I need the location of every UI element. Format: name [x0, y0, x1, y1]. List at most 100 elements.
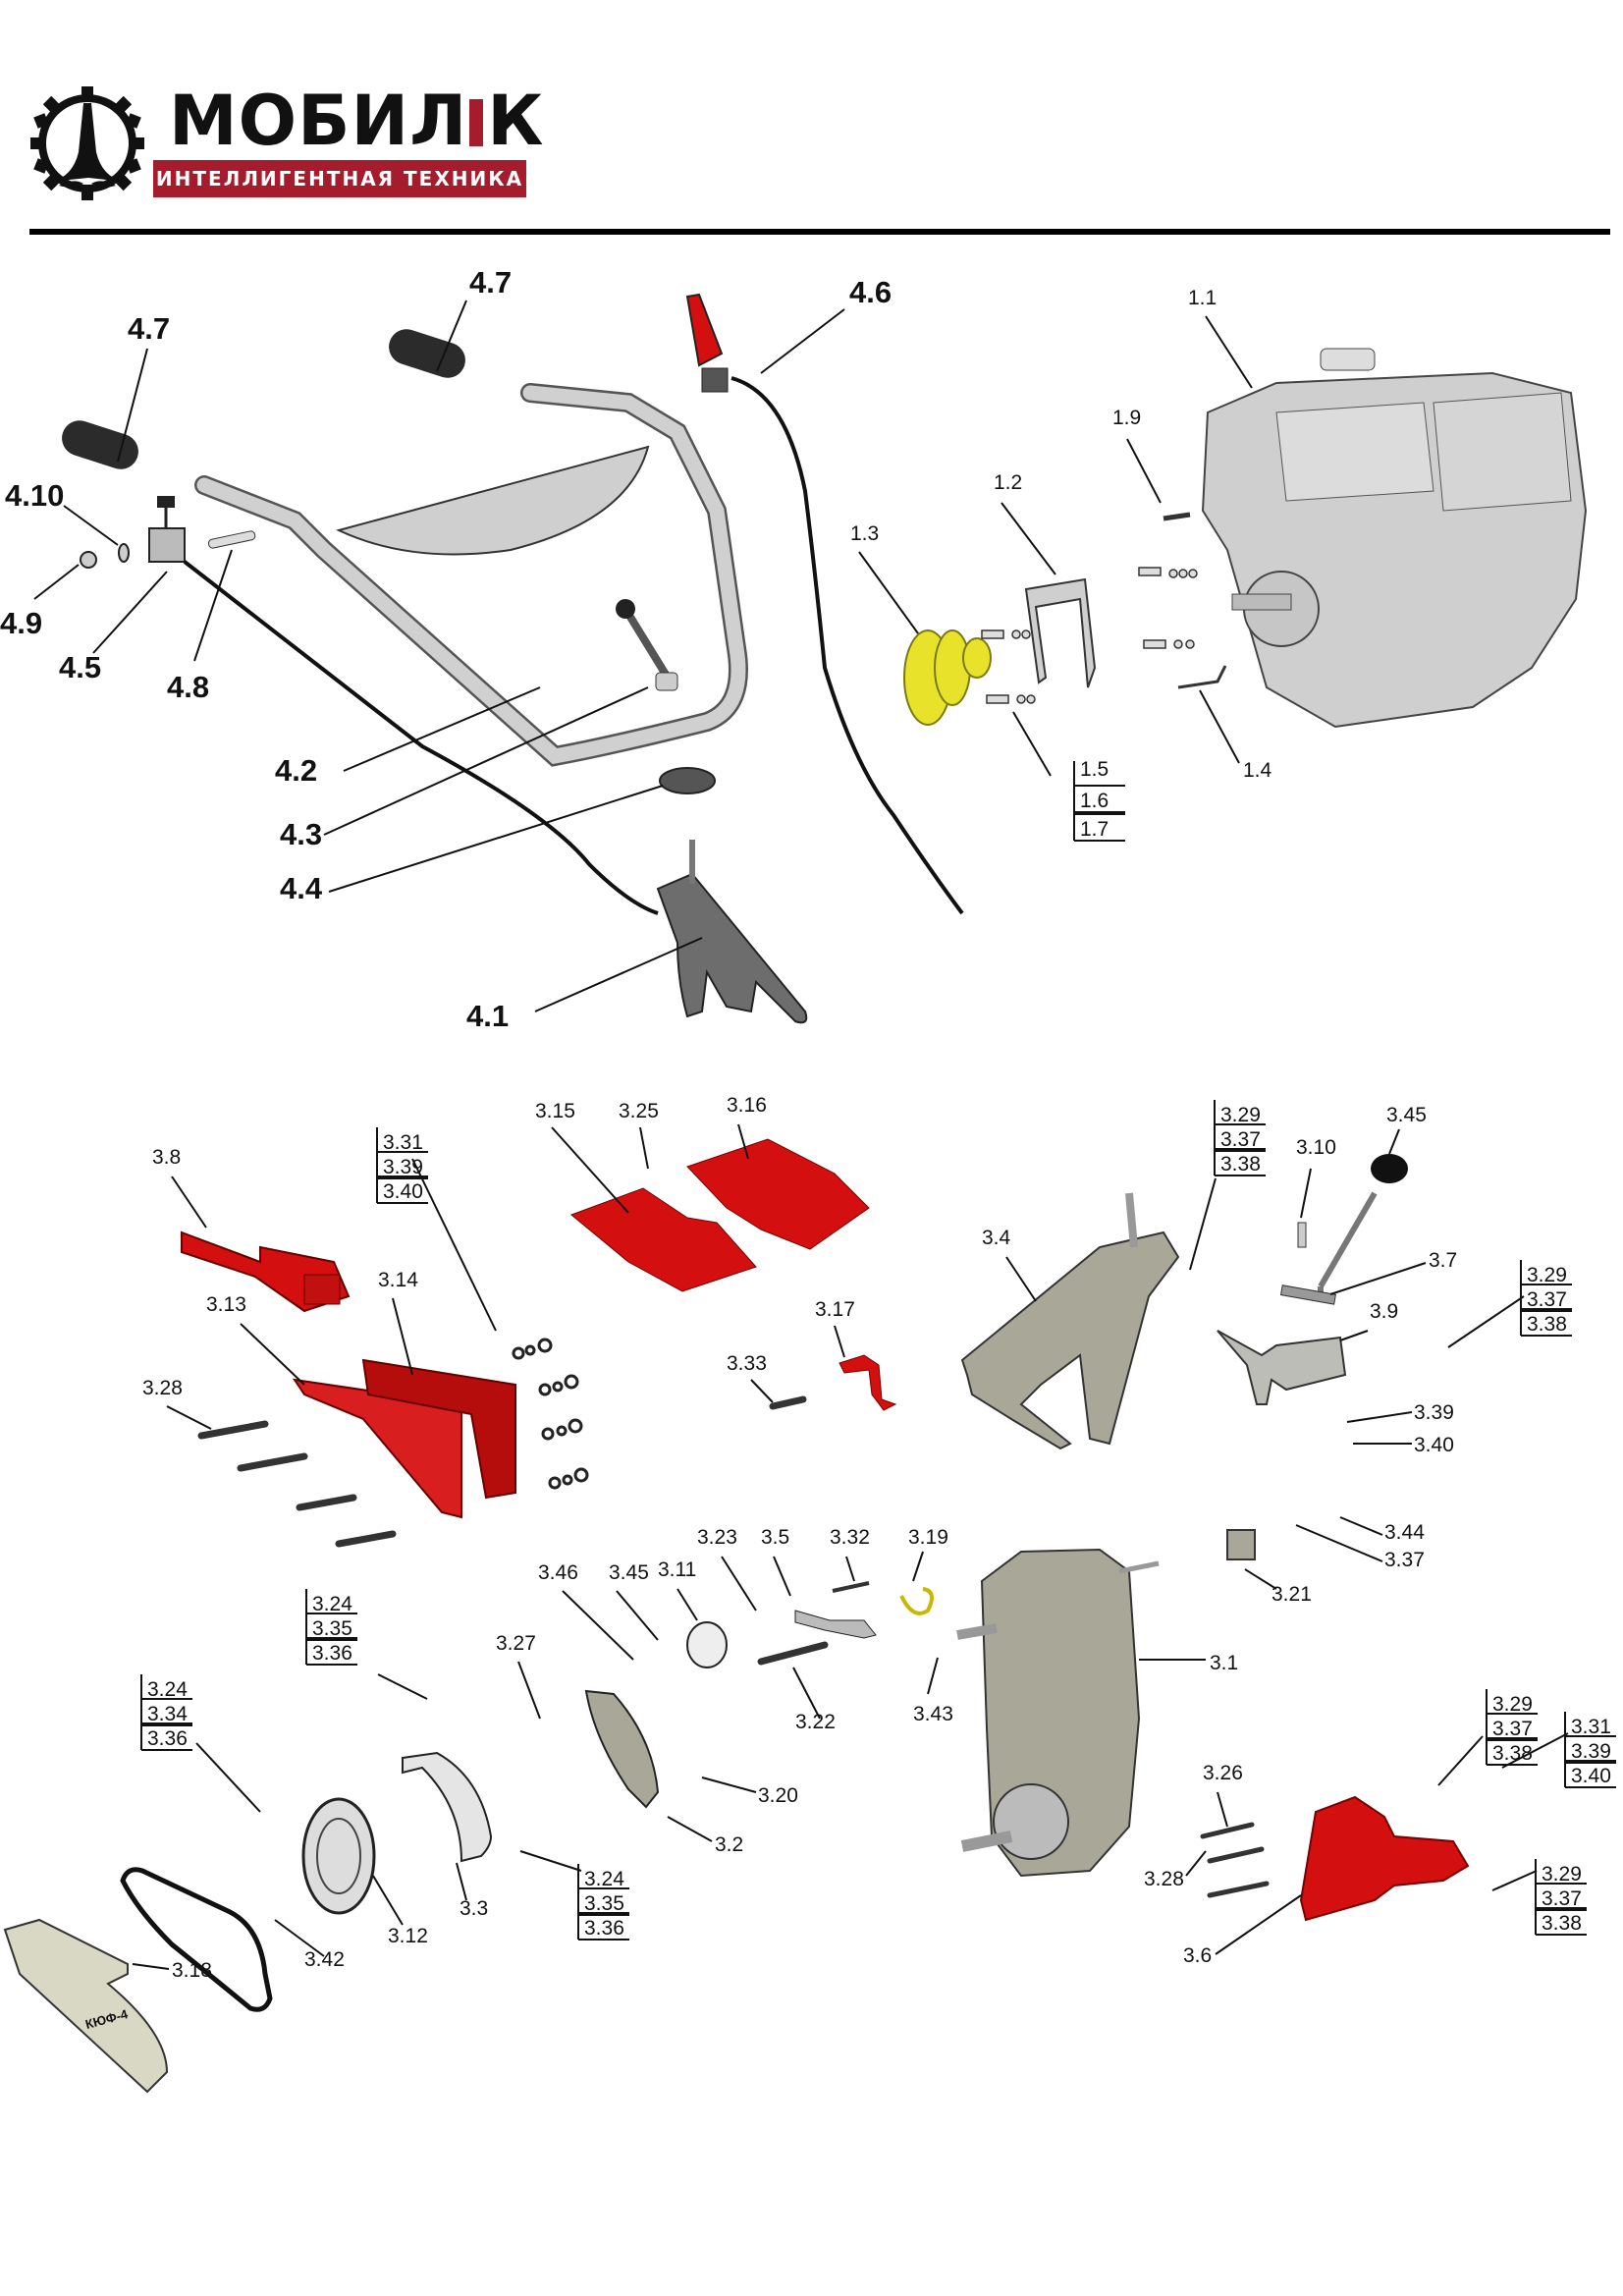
- leader-line: [517, 1661, 541, 1720]
- belt-cover: [3, 1918, 169, 2094]
- handle-callout-label: 1.3: [850, 522, 879, 545]
- transmission-callout-label: 3.34: [147, 1703, 188, 1725]
- transmission-callout-label: 3.38: [1542, 1912, 1582, 1935]
- transmission-callout-label: 3.33: [727, 1352, 767, 1375]
- transmission-frame: [960, 1230, 1180, 1450]
- handle-callout-label: 1.2: [994, 471, 1022, 494]
- handle-callout-label: 1.1: [1188, 287, 1217, 309]
- callout-box: [1214, 1124, 1266, 1176]
- leader-line: [323, 686, 649, 836]
- transmission-callout-label: 3.13: [206, 1293, 246, 1316]
- leader-line: [171, 1175, 207, 1229]
- leader-line: [519, 1850, 582, 1872]
- leader-line: [343, 686, 541, 772]
- mount-bolts: [1200, 1822, 1270, 1898]
- handle-assembly: [62, 293, 964, 1024]
- throttle-control: [80, 496, 256, 569]
- handle-callout-label: 4.3: [280, 817, 322, 851]
- leader-line: [436, 300, 467, 372]
- leader-line: [1300, 1168, 1312, 1219]
- callout-box: [140, 1699, 192, 1751]
- transmission-callout-label: 3.40: [1414, 1434, 1454, 1456]
- leader-line: [676, 1588, 698, 1621]
- pin-3-32: [832, 1581, 870, 1593]
- leader-line: [1189, 1177, 1217, 1271]
- transmission-callout-label: 3.28: [142, 1377, 183, 1399]
- leader-line: [117, 348, 148, 463]
- leader-line: [372, 1875, 404, 1926]
- handle-callout-label: 4.10: [5, 478, 64, 513]
- leader-line: [927, 1657, 939, 1695]
- leader-line: [1205, 315, 1253, 389]
- callout-box: [577, 1888, 629, 1941]
- transmission-callout-label: 3.37: [1384, 1549, 1425, 1571]
- transmission-callout-label: 3.39: [1414, 1401, 1454, 1424]
- transmission-callout-label: 3.37: [1492, 1718, 1533, 1740]
- bolts-and-washers: [981, 567, 1198, 704]
- brand-tagline: ИНТЕЛЛИГЕНТНАЯ ТЕХНИКА: [153, 160, 526, 197]
- transmission-callout-label: 3.38: [1492, 1742, 1533, 1765]
- leader-line: [760, 308, 845, 374]
- transmission-assembly: КЮФ-4: [3, 1138, 1470, 2094]
- callout-box: [1564, 1736, 1616, 1788]
- fender-right: [686, 1138, 870, 1250]
- transmission-callout-label: 3.16: [727, 1094, 767, 1117]
- adjuster-lever: [616, 599, 678, 691]
- handle-callout-label: 4.7: [469, 265, 512, 300]
- transmission-callout-label: 3.29: [1542, 1863, 1582, 1886]
- handle-callout-label: 4.2: [275, 753, 317, 788]
- clutch-lever: [685, 293, 729, 393]
- transmission-callout-label: 3.28: [1144, 1868, 1184, 1890]
- leader-line: [92, 571, 168, 654]
- handle-callout-label: 4.6: [849, 275, 892, 309]
- sensor-block: [1226, 1529, 1256, 1560]
- lever-bracket: [1217, 1330, 1347, 1405]
- leader-line: [845, 1556, 855, 1582]
- transmission-callout-label: 3.24: [147, 1678, 188, 1701]
- leader-line: [1329, 1262, 1427, 1295]
- leader-line: [33, 564, 80, 600]
- tension-spring: [899, 1587, 934, 1615]
- leader-line: [456, 1862, 467, 1901]
- transmission-callout-label: 3.31: [383, 1131, 423, 1154]
- transmission-callout-label: 3.40: [1571, 1765, 1611, 1787]
- pivot-disc: [659, 767, 716, 794]
- handle-callout-label: 4.5: [59, 650, 101, 684]
- leader-line: [534, 937, 703, 1012]
- frame-plate-right: [361, 1358, 516, 1500]
- leader-line: [1126, 438, 1162, 504]
- small-bracket: [839, 1354, 897, 1411]
- transmission-callout-label: 3.36: [147, 1727, 188, 1750]
- transmission-callout-label: 3.29: [1220, 1104, 1261, 1126]
- leader-line: [1012, 711, 1052, 777]
- leader-line: [274, 1919, 325, 1957]
- leader-line: [1388, 1128, 1400, 1155]
- transmission-callout-label: 3.2: [715, 1833, 743, 1856]
- grip-right: [389, 329, 465, 378]
- leader-line: [1346, 1411, 1413, 1423]
- transmission-callout-label: 3.7: [1429, 1249, 1457, 1272]
- handle-callout-label: 1.6: [1080, 790, 1109, 812]
- transmission-callout-label: 3.8: [152, 1146, 181, 1169]
- gear-tower-icon: [30, 86, 144, 200]
- leader-line: [1199, 689, 1240, 764]
- transmission-callout-label: 3.1: [1210, 1652, 1238, 1674]
- transmission-callout-label: 3.44: [1384, 1521, 1425, 1544]
- transmission-callout-label: 3.46: [538, 1561, 578, 1584]
- transmission-callout-label: 3.35: [312, 1617, 352, 1640]
- leader-line: [773, 1556, 791, 1597]
- transmission-callout-label: 3.35: [584, 1892, 624, 1915]
- leader-line: [1295, 1524, 1383, 1562]
- transmission-callout-label: 3.4: [982, 1227, 1011, 1249]
- transmission-callout-label: 3.3: [460, 1897, 488, 1920]
- transmission-callout-label: 3.38: [1220, 1153, 1261, 1175]
- transmission-callout-label: 3.31: [1571, 1716, 1611, 1738]
- engine-assembly: [903, 348, 1588, 729]
- transmission-callout-label: 3.25: [619, 1100, 659, 1122]
- transmission-callout-label: 3.20: [758, 1784, 798, 1807]
- leader-line: [1437, 1735, 1484, 1786]
